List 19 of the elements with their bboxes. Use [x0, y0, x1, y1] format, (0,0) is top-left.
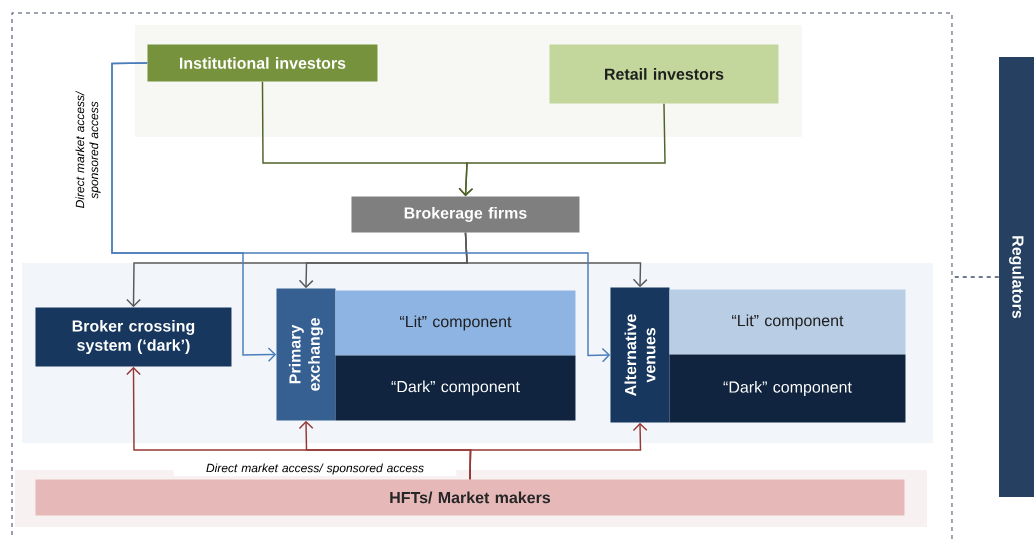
regulators-bar: Regulators — [999, 57, 1034, 497]
component-box: “Lit” component — [669, 289, 906, 355]
venues-box: Alternative venues — [610, 287, 670, 423]
investor-box: Institutional investors — [147, 44, 378, 82]
exchange-box: Primary exchange — [276, 288, 336, 421]
brokerage-box: Brokerage firms — [351, 196, 580, 233]
edge-label: Direct market access/ sponsored access — [74, 73, 102, 227]
crossing-system-box: Broker crossing system (‘dark’) — [35, 307, 232, 367]
component-box: “Lit” component — [335, 290, 576, 356]
arrow — [458, 103, 666, 197]
arrow — [111, 62, 611, 363]
investor-box: Retail investors — [549, 44, 779, 104]
arrow — [464, 232, 648, 288]
component-box: “Dark” component — [669, 354, 906, 423]
arrow — [469, 422, 648, 480]
edge-label: Direct market access/ sponsored access — [173, 462, 457, 476]
dashed-frame — [11, 12, 953, 539]
component-box: “Dark” component — [335, 355, 576, 421]
market-maker-bar: HFTs/ Market makers — [35, 479, 905, 516]
